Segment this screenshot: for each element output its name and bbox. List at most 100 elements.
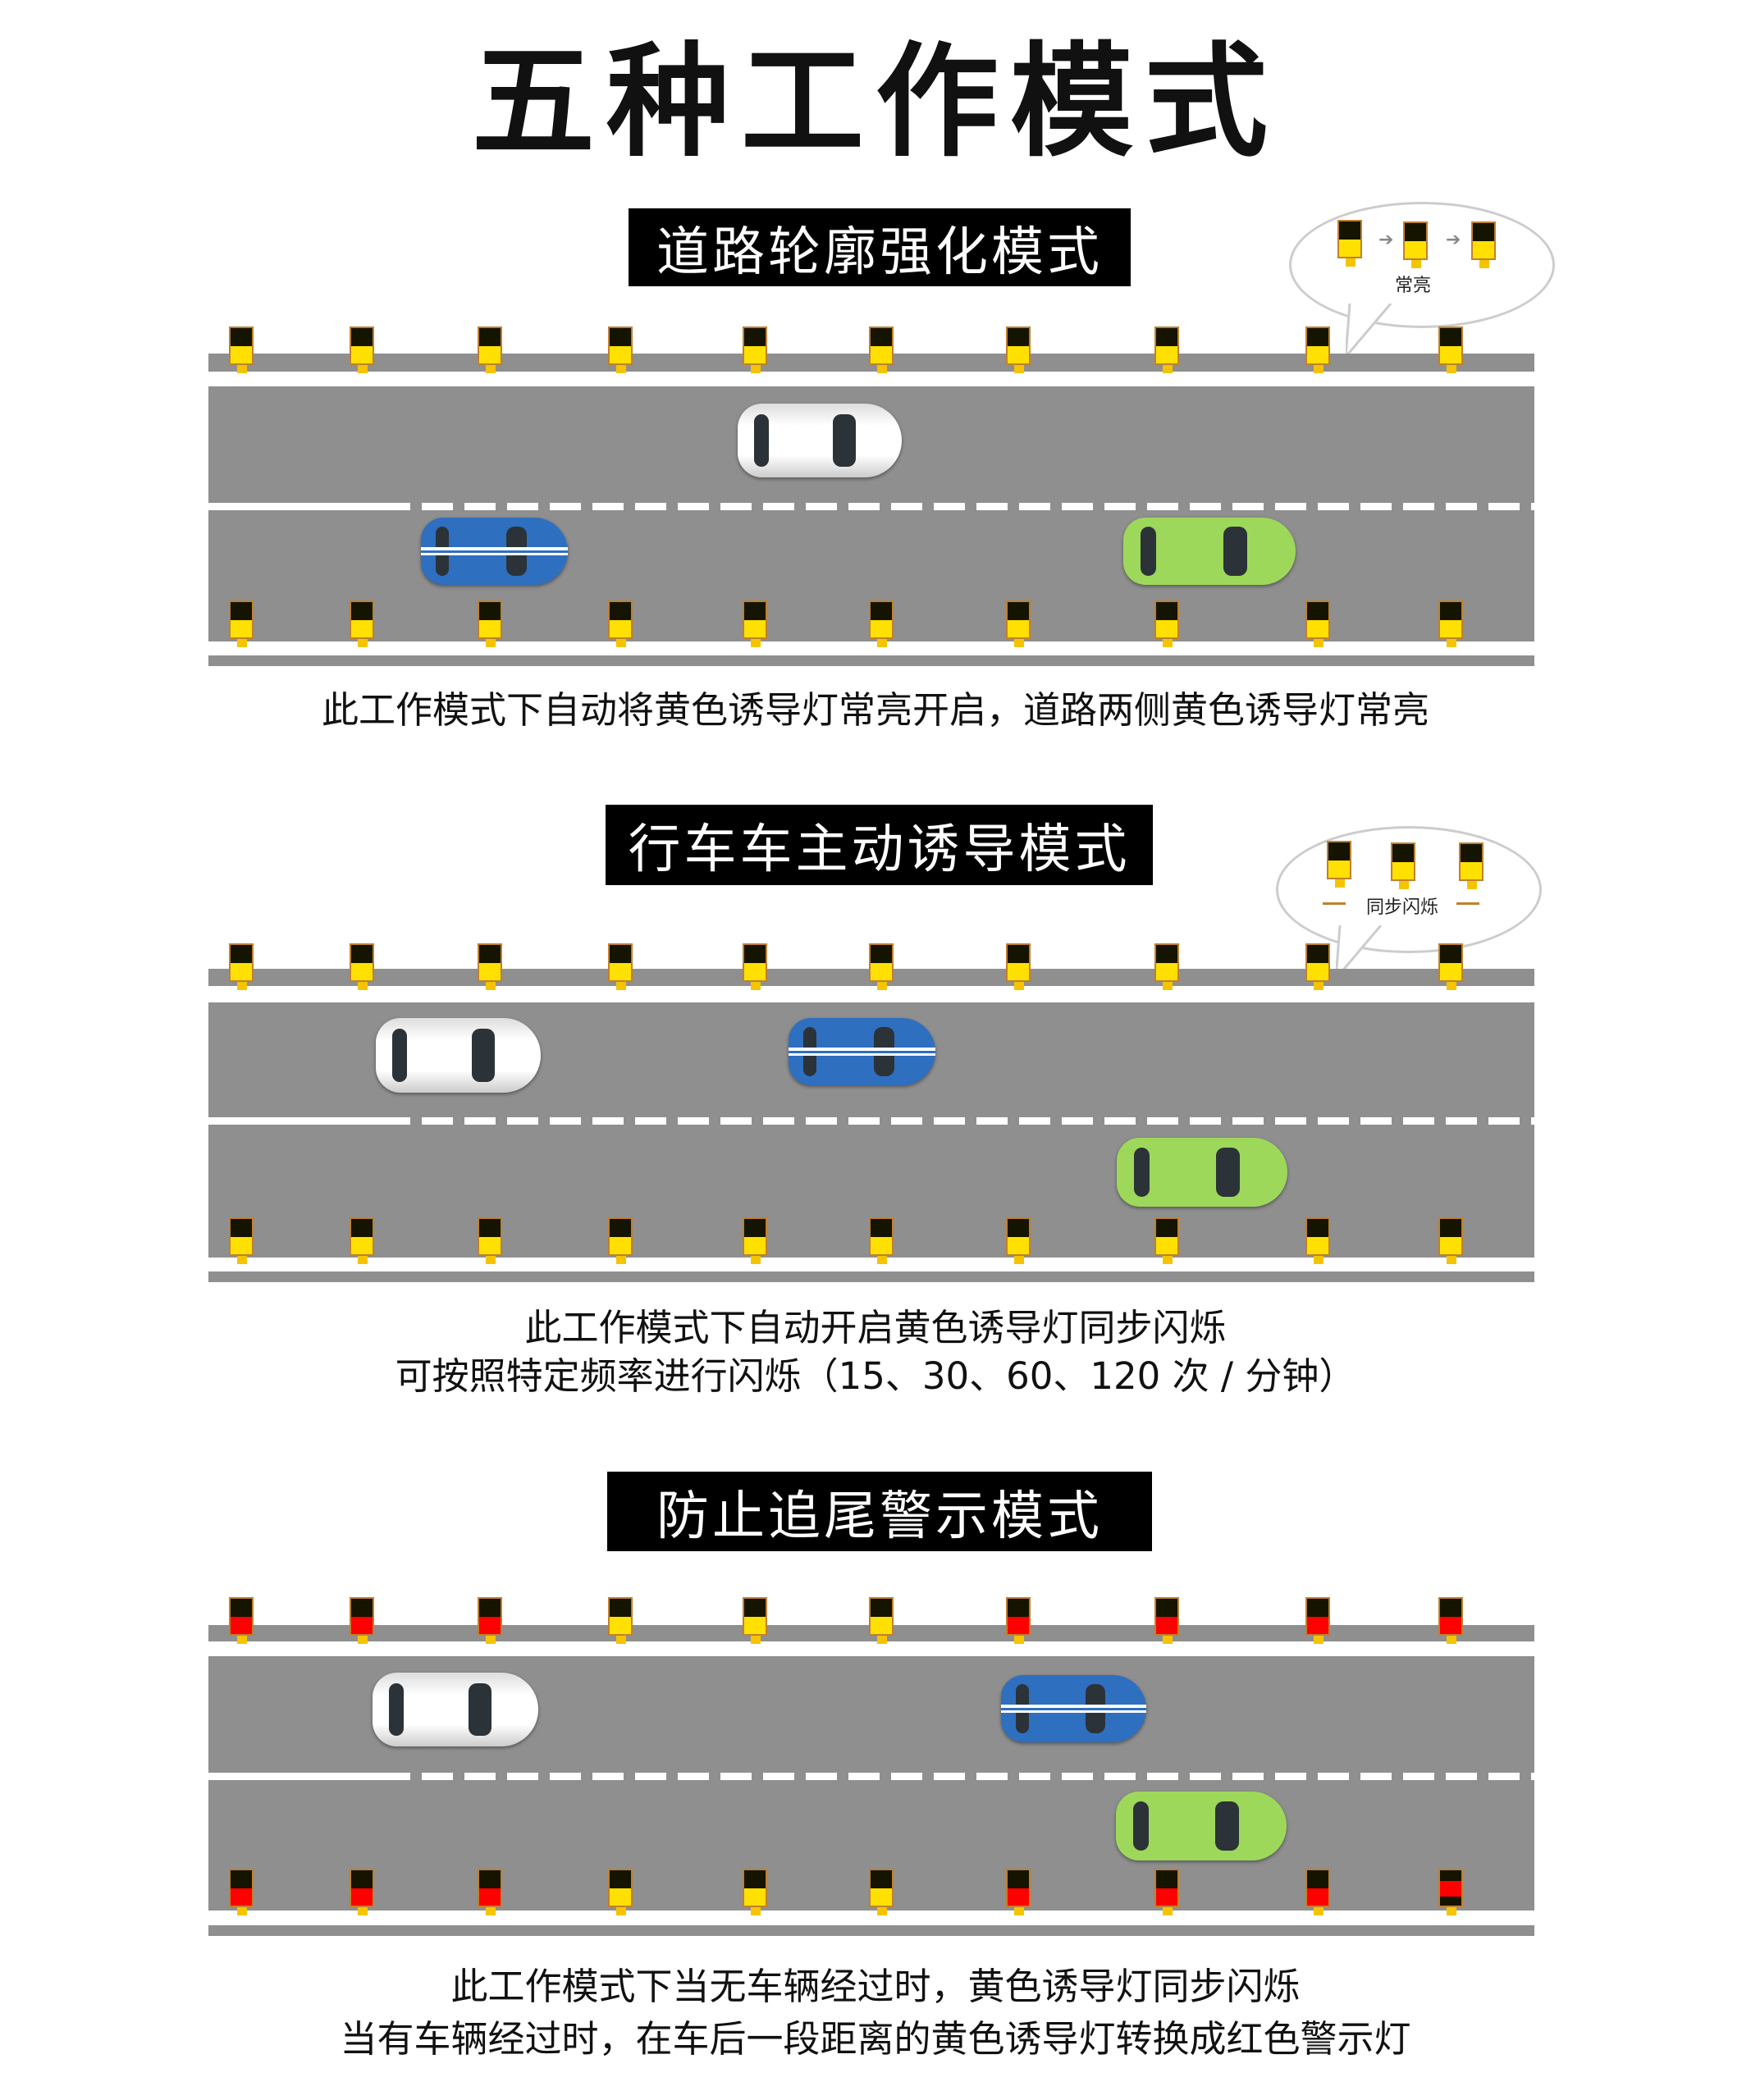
light-lamp bbox=[231, 962, 252, 980]
light-stem bbox=[616, 982, 626, 990]
guide-light-top bbox=[1006, 326, 1031, 373]
guide-light-top bbox=[869, 943, 894, 990]
light-lamp bbox=[1156, 345, 1177, 363]
light-stem bbox=[1014, 365, 1024, 373]
light-lamp bbox=[1307, 345, 1328, 363]
guide-light-bottom bbox=[743, 600, 767, 647]
light-stem bbox=[1314, 365, 1324, 373]
guide-light-bottom bbox=[1438, 1869, 1463, 1915]
light-lamp bbox=[351, 1888, 373, 1906]
light-lamp bbox=[1307, 1616, 1328, 1634]
light-lamp bbox=[871, 619, 892, 637]
light-lamp bbox=[1440, 1880, 1461, 1897]
bubble-light bbox=[1471, 221, 1496, 268]
light-stem bbox=[237, 1256, 247, 1264]
guide-light-bottom bbox=[478, 600, 502, 647]
light-lamp bbox=[871, 1888, 892, 1906]
light-lamp bbox=[351, 962, 373, 980]
car-window bbox=[392, 1028, 408, 1083]
light-stem bbox=[1447, 1907, 1456, 1915]
light-stem bbox=[1447, 982, 1456, 990]
light-stem bbox=[358, 639, 368, 647]
light-lamp bbox=[610, 1888, 631, 1906]
arrow-icon: ➔ bbox=[1378, 230, 1394, 250]
guide-light-bottom bbox=[1154, 1869, 1179, 1915]
guide-light-bottom bbox=[1154, 600, 1179, 647]
light-lamp bbox=[1440, 962, 1461, 980]
light-stem bbox=[751, 982, 761, 990]
guide-light-bottom bbox=[350, 1869, 374, 1915]
bubble-light bbox=[1327, 841, 1351, 888]
light-stem bbox=[1447, 1636, 1456, 1644]
green-car bbox=[1117, 1138, 1287, 1207]
light-lamp bbox=[1008, 1616, 1029, 1634]
guide-light-top bbox=[1154, 326, 1179, 373]
bubble-light bbox=[1337, 220, 1362, 267]
guide-light-top bbox=[350, 326, 374, 373]
light-stem bbox=[1163, 1907, 1173, 1915]
bottom-curb bbox=[208, 1925, 1534, 1936]
guide-light-top bbox=[1154, 943, 1179, 990]
guide-light-top bbox=[478, 1597, 502, 1644]
section-1-label: 道路轮廓强化模式 bbox=[629, 208, 1131, 286]
guide-light-top bbox=[1438, 943, 1463, 990]
guide-light-bottom bbox=[608, 600, 633, 647]
guide-light-top bbox=[478, 943, 502, 990]
guide-light-top bbox=[608, 326, 633, 373]
light-lamp bbox=[610, 1616, 631, 1634]
guide-light-bottom bbox=[743, 1869, 767, 1915]
light-lamp bbox=[871, 1236, 892, 1254]
light-lamp bbox=[744, 1888, 766, 1906]
light-stem bbox=[1479, 260, 1489, 268]
light-lamp bbox=[1008, 619, 1029, 637]
light-stem bbox=[237, 1636, 247, 1644]
light-stem bbox=[1014, 639, 1024, 647]
light-stem bbox=[486, 365, 496, 373]
light-lamp bbox=[351, 1616, 373, 1634]
light-lamp bbox=[231, 1236, 252, 1254]
guide-light-top bbox=[1305, 326, 1330, 373]
guide-light-bottom bbox=[1305, 600, 1330, 647]
light-stem bbox=[1346, 258, 1356, 267]
light-lamp bbox=[1008, 1888, 1029, 1906]
lane-divider bbox=[208, 1773, 1534, 1780]
bottom-curb bbox=[208, 655, 1534, 666]
light-stem bbox=[486, 1256, 496, 1264]
dash-mark bbox=[1456, 902, 1479, 905]
light-stem bbox=[751, 365, 761, 373]
light-lamp bbox=[610, 962, 631, 980]
light-stem bbox=[358, 1636, 368, 1644]
guide-light-top bbox=[869, 326, 894, 373]
light-stem bbox=[1447, 365, 1456, 373]
guide-light-top bbox=[478, 326, 502, 373]
light-lamp bbox=[744, 345, 766, 363]
light-lamp bbox=[1156, 1888, 1177, 1906]
guide-light-top bbox=[743, 326, 767, 373]
lane-divider bbox=[208, 503, 1534, 510]
light-lamp bbox=[744, 1236, 766, 1254]
guide-light-bottom bbox=[743, 1217, 767, 1264]
light-stem bbox=[616, 639, 626, 647]
light-stem bbox=[358, 1256, 368, 1264]
light-lamp bbox=[351, 1236, 373, 1254]
light-stem bbox=[1014, 1636, 1024, 1644]
bubble-text: 同步闪烁 bbox=[1366, 897, 1439, 918]
guide-light-top bbox=[743, 1597, 767, 1644]
light-lamp bbox=[1440, 1236, 1461, 1254]
light-stem bbox=[1399, 881, 1409, 889]
light-stem bbox=[1411, 260, 1421, 268]
light-stem bbox=[751, 1636, 761, 1644]
light-lamp bbox=[479, 1236, 501, 1254]
light-lamp bbox=[1008, 962, 1029, 980]
light-stem bbox=[1014, 1907, 1024, 1915]
light-stem bbox=[616, 1907, 626, 1915]
light-stem bbox=[1163, 1256, 1173, 1264]
guide-light-top bbox=[1305, 943, 1330, 990]
bubble-text: 常亮 bbox=[1395, 276, 1432, 296]
light-lamp bbox=[1307, 619, 1328, 637]
bubble-light bbox=[1459, 842, 1484, 889]
car-window bbox=[833, 413, 856, 468]
light-lamp bbox=[1307, 962, 1328, 980]
car-window bbox=[1132, 1801, 1149, 1851]
